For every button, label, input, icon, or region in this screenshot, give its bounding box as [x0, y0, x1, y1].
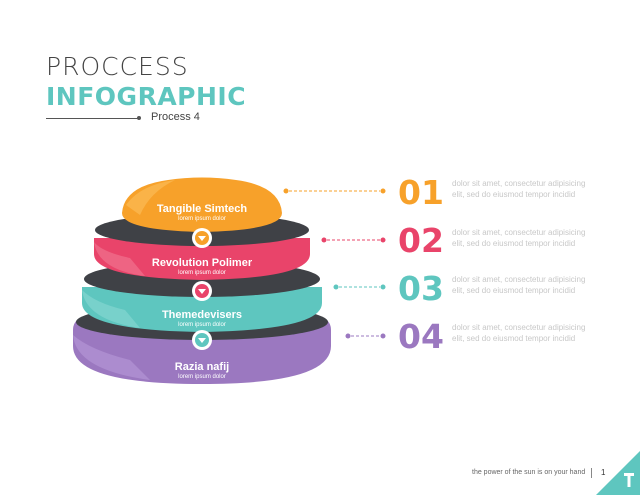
- layer-2-title: Revolution Polimer: [152, 257, 253, 269]
- connector-1: [283, 188, 386, 194]
- layer-2-subtitle: lorem ipsum dolor: [178, 270, 226, 276]
- step-description-04: dolor sit amet, consectetur adipisicing …: [452, 323, 586, 343]
- title-underline-dot: [137, 116, 141, 120]
- layer-1-subtitle: lorem ipsum dolor: [178, 216, 226, 222]
- layer-3-title: Themedevisers: [162, 309, 242, 321]
- footer-separator: [591, 468, 592, 478]
- page-subtitle: Process 4: [151, 111, 200, 123]
- footer-tagline: the power of the sun is on your hand: [472, 469, 586, 476]
- title-underline: [46, 118, 138, 119]
- connector-2: [321, 237, 386, 243]
- arrow-3-chevron-down-icon: [192, 330, 212, 350]
- step-number-04: 04: [398, 317, 444, 356]
- layer-4-title: Razia nafij: [175, 361, 229, 373]
- step-number-03: 03: [398, 269, 444, 308]
- layer-3-subtitle: lorem ipsum dolor: [178, 322, 226, 328]
- page-title-line1: PROCCESS: [46, 52, 189, 81]
- step-number-01: 01: [398, 173, 444, 212]
- step-description-02: dolor sit amet, consectetur adipisicing …: [452, 228, 586, 248]
- connector-3: [333, 284, 386, 290]
- connector-4: [345, 333, 386, 339]
- arrow-1-chevron-down-icon: [192, 228, 212, 248]
- step-description-03: dolor sit amet, consectetur adipisicing …: [452, 275, 586, 295]
- step-number-02: 02: [398, 221, 444, 260]
- arrow-2-chevron-down-icon: [192, 281, 212, 301]
- layer-1: [122, 177, 282, 232]
- brand-logo-icon: [596, 451, 640, 495]
- page-title-line2: INFOGRAPHIC: [46, 82, 247, 111]
- page-number: 1: [601, 468, 606, 477]
- layer-4-subtitle: lorem ipsum dolor: [178, 374, 226, 380]
- step-description-01: dolor sit amet, consectetur adipisicing …: [452, 179, 586, 199]
- layer-1-title: Tangible Simtech: [157, 203, 248, 215]
